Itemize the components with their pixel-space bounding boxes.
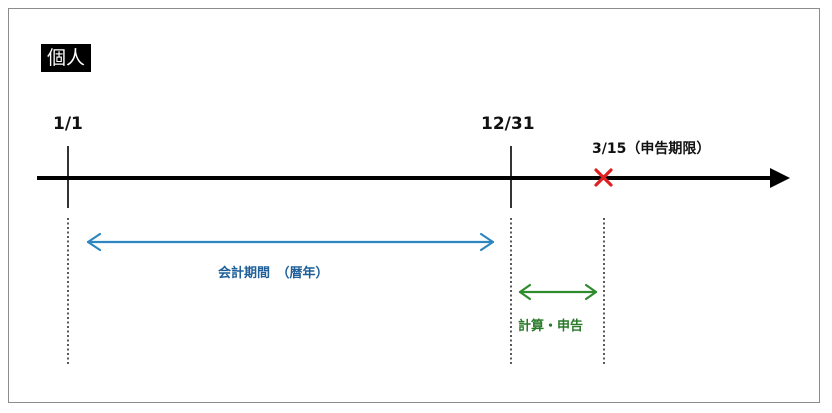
filing-period-label: 計算・申告 (518, 319, 584, 334)
timeline-arrowhead-icon (770, 168, 790, 188)
diagram-frame (8, 8, 820, 403)
accounting-period-label: 会計期間 （暦年） (218, 266, 329, 281)
filing-period-arrow (518, 283, 598, 301)
cross-mark-icon (594, 168, 613, 187)
accounting-period-arrow (86, 232, 495, 252)
year-end-date-label: 12/31 (481, 114, 535, 134)
deadline-label: 3/15（申告期限） (592, 141, 711, 157)
title-badge: 個人 (41, 44, 92, 72)
start-date-label: 1/1 (53, 114, 83, 134)
